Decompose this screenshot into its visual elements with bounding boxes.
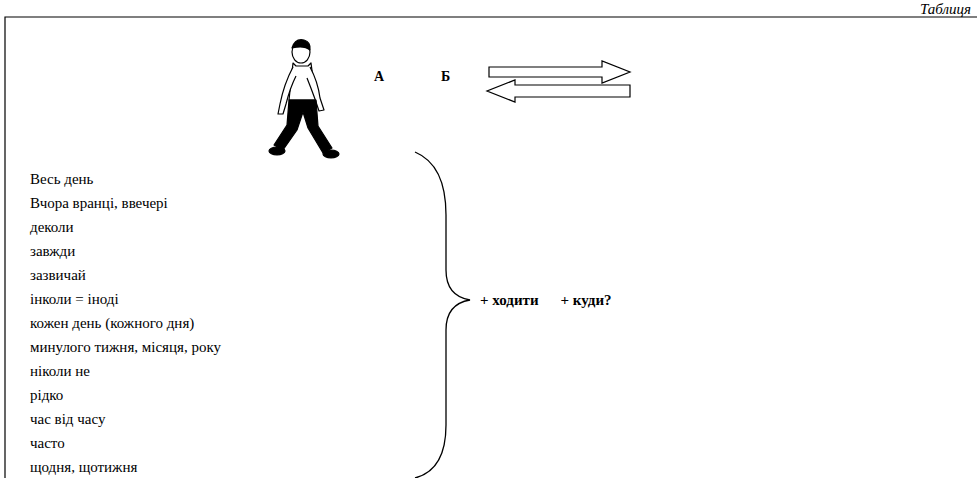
time-expression: часто	[30, 434, 65, 452]
point-letter: Б	[441, 68, 450, 86]
point-letter: А	[374, 68, 384, 86]
time-expression: ніколи не	[30, 362, 90, 380]
time-expression: Вчора вранці, ввечері	[30, 194, 168, 212]
time-expression: рідко	[30, 386, 63, 404]
question-formula: + куди?	[561, 291, 612, 309]
time-expression: зазвичай	[30, 266, 86, 284]
right-arrow	[489, 61, 630, 83]
time-expression: щодня, щотижня	[30, 458, 137, 476]
time-expression: Весь день	[30, 170, 93, 188]
curly-brace	[415, 152, 470, 478]
left-arrow	[487, 80, 630, 102]
time-expression: деколи	[30, 218, 74, 236]
time-expression: інколи = іноді	[30, 290, 119, 308]
time-expression: минулого тижня, місяця, року	[30, 338, 221, 356]
time-expression: час від часу	[30, 410, 105, 428]
time-expression: завжди	[30, 242, 75, 260]
frame-border	[5, 17, 977, 478]
verb-formula: + ходити	[480, 291, 539, 309]
table-title: Таблиця	[920, 0, 971, 18]
walking-man	[269, 40, 339, 158]
time-expression: кожен день (кожного дня)	[30, 314, 194, 332]
